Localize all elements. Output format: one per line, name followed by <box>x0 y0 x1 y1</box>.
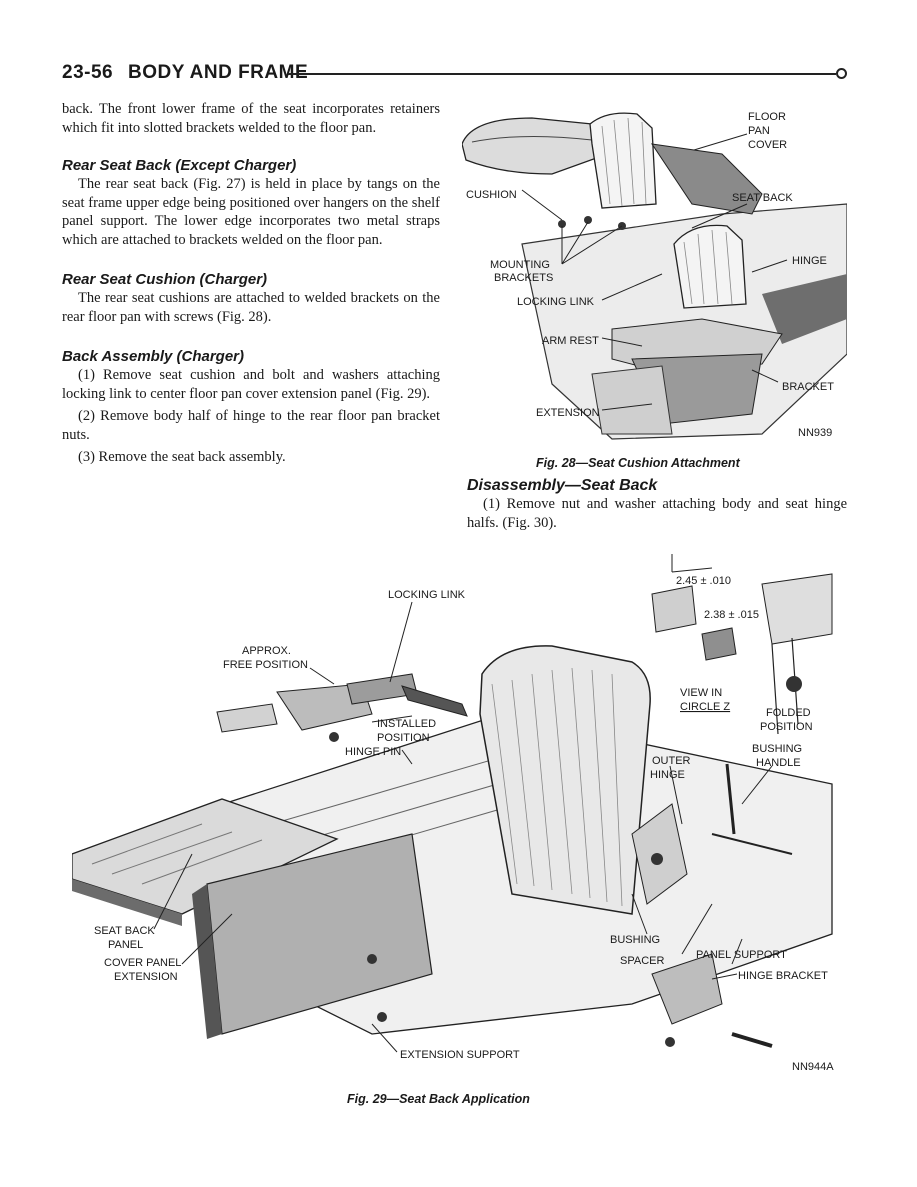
right-text-column: Disassembly—Seat Back (1) Remove nut and… <box>467 477 847 532</box>
page-number: 23-56 <box>62 62 114 83</box>
fig29-label-dim-2: 2.38 ± .015 <box>704 609 759 621</box>
fig28-label-cushion: CUSHION <box>466 189 517 201</box>
heading-disassembly-seat-back: Disassembly—Seat Back <box>467 477 658 494</box>
fig29-label-bushing-handle-2: HANDLE <box>756 757 801 769</box>
disassembly-step-1: (1) Remove nut and washer attaching body… <box>467 496 847 531</box>
header-rule-end-circle <box>836 68 847 79</box>
fig29-label-cover-panel: COVER PANEL <box>104 957 181 969</box>
back-assembly-step-1: (1) Remove seat cushion and bolt and was… <box>62 367 440 402</box>
figure-29-illustration: LOCKING LINK APPROX. FREE POSITION INSTA… <box>72 554 834 1073</box>
section-title: BODY AND FRAME <box>128 62 309 83</box>
back-assembly-step-3: (3) Remove the seat back assembly. <box>78 449 286 465</box>
fig29-code: NN944A <box>792 1061 834 1073</box>
fig29-label-bushing-handle-1: BUSHING <box>752 743 802 755</box>
fig29-label-seat-back-panel: PANEL <box>108 939 143 951</box>
fig29-label-view-in: VIEW IN <box>680 687 722 699</box>
fig28-label-floor-pan-cover-3: COVER <box>748 139 787 151</box>
fig28-label-hinge: HINGE <box>792 255 827 267</box>
fig28-label-locking-link: LOCKING LINK <box>517 296 595 308</box>
fig29-label-installed: INSTALLED <box>377 718 436 730</box>
fig29-label-approx: APPROX. <box>242 645 291 657</box>
fig29-label-outer-hinge: HINGE <box>650 769 685 781</box>
fig29-label-hinge-pin: HINGE PIN <box>345 746 401 758</box>
fig29-label-extension-support: EXTENSION SUPPORT <box>400 1049 520 1061</box>
fig28-label-floor-pan-cover-1: FLOOR <box>748 111 786 123</box>
rear-seat-back-paragraph: The rear seat back (Fig. 27) is held in … <box>62 176 440 248</box>
fig29-label-spacer: SPACER <box>620 955 664 967</box>
fig28-label-bracket: BRACKET <box>782 381 834 393</box>
fig29-label-cover-panel-extension: EXTENSION <box>114 971 178 983</box>
fig28-label-arm-rest: ARM REST <box>542 335 599 347</box>
fig29-label-locking-link: LOCKING LINK <box>388 589 466 601</box>
fig29-label-folded-position: POSITION <box>760 721 813 733</box>
fig29-label-free-position: FREE POSITION <box>223 659 308 671</box>
fig29-label-folded: FOLDED <box>766 707 811 719</box>
fig29-label-outer: OUTER <box>652 755 691 767</box>
fig29-label-panel-support: PANEL SUPPORT <box>696 949 787 961</box>
rear-seat-cushion-paragraph: The rear seat cushions are attached to w… <box>62 290 440 325</box>
back-assembly-step-2: (2) Remove body half of hinge to the rea… <box>62 408 440 443</box>
fig29-label-installed-position: POSITION <box>377 732 430 744</box>
fig28-label-seat-back: SEAT BACK <box>732 192 793 204</box>
heading-back-assembly: Back Assembly (Charger) <box>62 348 245 365</box>
fig29-label-hinge-bracket: HINGE BRACKET <box>738 970 828 982</box>
fig29-label-circle-z: CIRCLE Z <box>680 701 730 713</box>
page-header: 23-56 BODY AND FRAME <box>62 62 852 86</box>
fig28-label-floor-pan-cover-2: PAN <box>748 125 770 137</box>
figure-28-illustration: FLOOR PAN COVER CUSHION SEAT BACK MOUNTI… <box>462 111 847 440</box>
fig28-code: NN939 <box>798 427 832 439</box>
fig29-label-seat-back: SEAT BACK <box>94 925 155 937</box>
fig28-label-mounting-brackets-1: MOUNTING <box>490 259 550 271</box>
heading-rear-seat-back: Rear Seat Back (Except Charger) <box>62 157 297 174</box>
heading-rear-seat-cushion: Rear Seat Cushion (Charger) <box>62 271 268 288</box>
figure-29-caption: Fig. 29—Seat Back Application <box>347 1092 530 1106</box>
fig28-label-mounting-brackets-2: BRACKETS <box>494 272 553 284</box>
intro-paragraph: back. The front lower frame of the seat … <box>62 101 440 136</box>
fig29-label-bushing: BUSHING <box>610 934 660 946</box>
fig29-label-dim-1: 2.45 ± .010 <box>676 575 731 587</box>
fig28-label-extension: EXTENSION <box>536 407 600 419</box>
header-rule <box>288 73 836 75</box>
left-text-column: back. The front lower frame of the seat … <box>62 100 440 467</box>
figure-28-caption: Fig. 28—Seat Cushion Attachment <box>536 456 740 470</box>
